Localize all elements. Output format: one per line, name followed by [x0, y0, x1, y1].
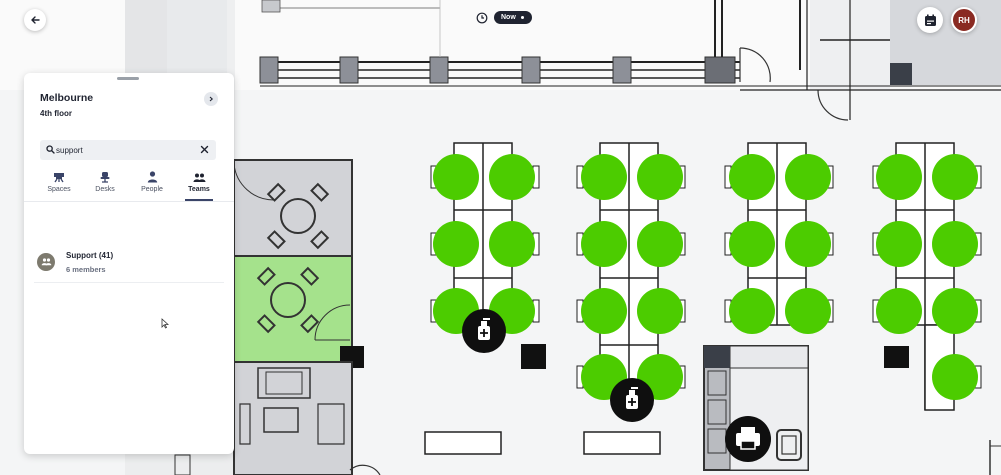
time-label: Now — [501, 14, 516, 21]
close-icon[interactable] — [200, 145, 209, 154]
now-pill[interactable]: Now — [494, 11, 532, 24]
team-name: Support (41) — [66, 251, 114, 260]
tabs-divider — [24, 201, 234, 202]
search-icon — [46, 145, 55, 154]
status-dot-icon — [520, 16, 524, 19]
back-button[interactable] — [24, 9, 46, 31]
sanitizer-icon[interactable] — [610, 378, 654, 422]
user-avatar[interactable]: RH — [951, 7, 977, 33]
list-item[interactable]: Support (41) 6 members — [34, 245, 224, 281]
active-tab-indicator — [185, 199, 213, 201]
tab-desks[interactable]: Desks — [83, 169, 127, 201]
arrow-left-icon — [31, 16, 40, 24]
search-input[interactable] — [56, 142, 186, 158]
team-icon — [193, 173, 205, 182]
tab-people[interactable]: People — [130, 169, 174, 201]
time-selector[interactable]: Now — [476, 11, 532, 24]
window-wall — [259, 0, 1001, 121]
clock-icon — [476, 12, 488, 23]
meeting-table-icon-selected — [256, 266, 320, 334]
floor-label: 4th floor — [40, 109, 72, 118]
tab-spaces[interactable]: Spaces — [37, 169, 81, 201]
search-box — [40, 140, 216, 160]
sanitizer-icon[interactable] — [462, 309, 506, 353]
row-divider — [34, 282, 224, 283]
user-initials: RH — [958, 15, 970, 25]
location-title: Melbourne — [40, 92, 94, 104]
desk-chair-icon — [100, 172, 110, 183]
team-icon — [41, 258, 51, 266]
spaces-icon — [54, 173, 64, 183]
team-member-count: 6 members — [66, 265, 106, 274]
printer-icon[interactable] — [725, 416, 771, 462]
panel-drag-handle[interactable] — [117, 77, 139, 80]
calendar-icon — [924, 14, 936, 26]
chevron-right-icon — [209, 96, 214, 102]
tab-teams[interactable]: Teams — [177, 169, 221, 201]
bookings-button[interactable] — [917, 7, 943, 33]
selected-meeting-room — [233, 255, 353, 363]
location-panel: Melbourne 4th floor Spaces — [24, 73, 234, 454]
meeting-table-icon — [266, 182, 330, 250]
mouse-cursor-icon — [161, 318, 169, 329]
change-location-button[interactable] — [204, 92, 218, 106]
result-tabs: Spaces Desks People — [34, 169, 224, 203]
team-avatar — [37, 253, 55, 271]
person-icon — [147, 171, 157, 183]
